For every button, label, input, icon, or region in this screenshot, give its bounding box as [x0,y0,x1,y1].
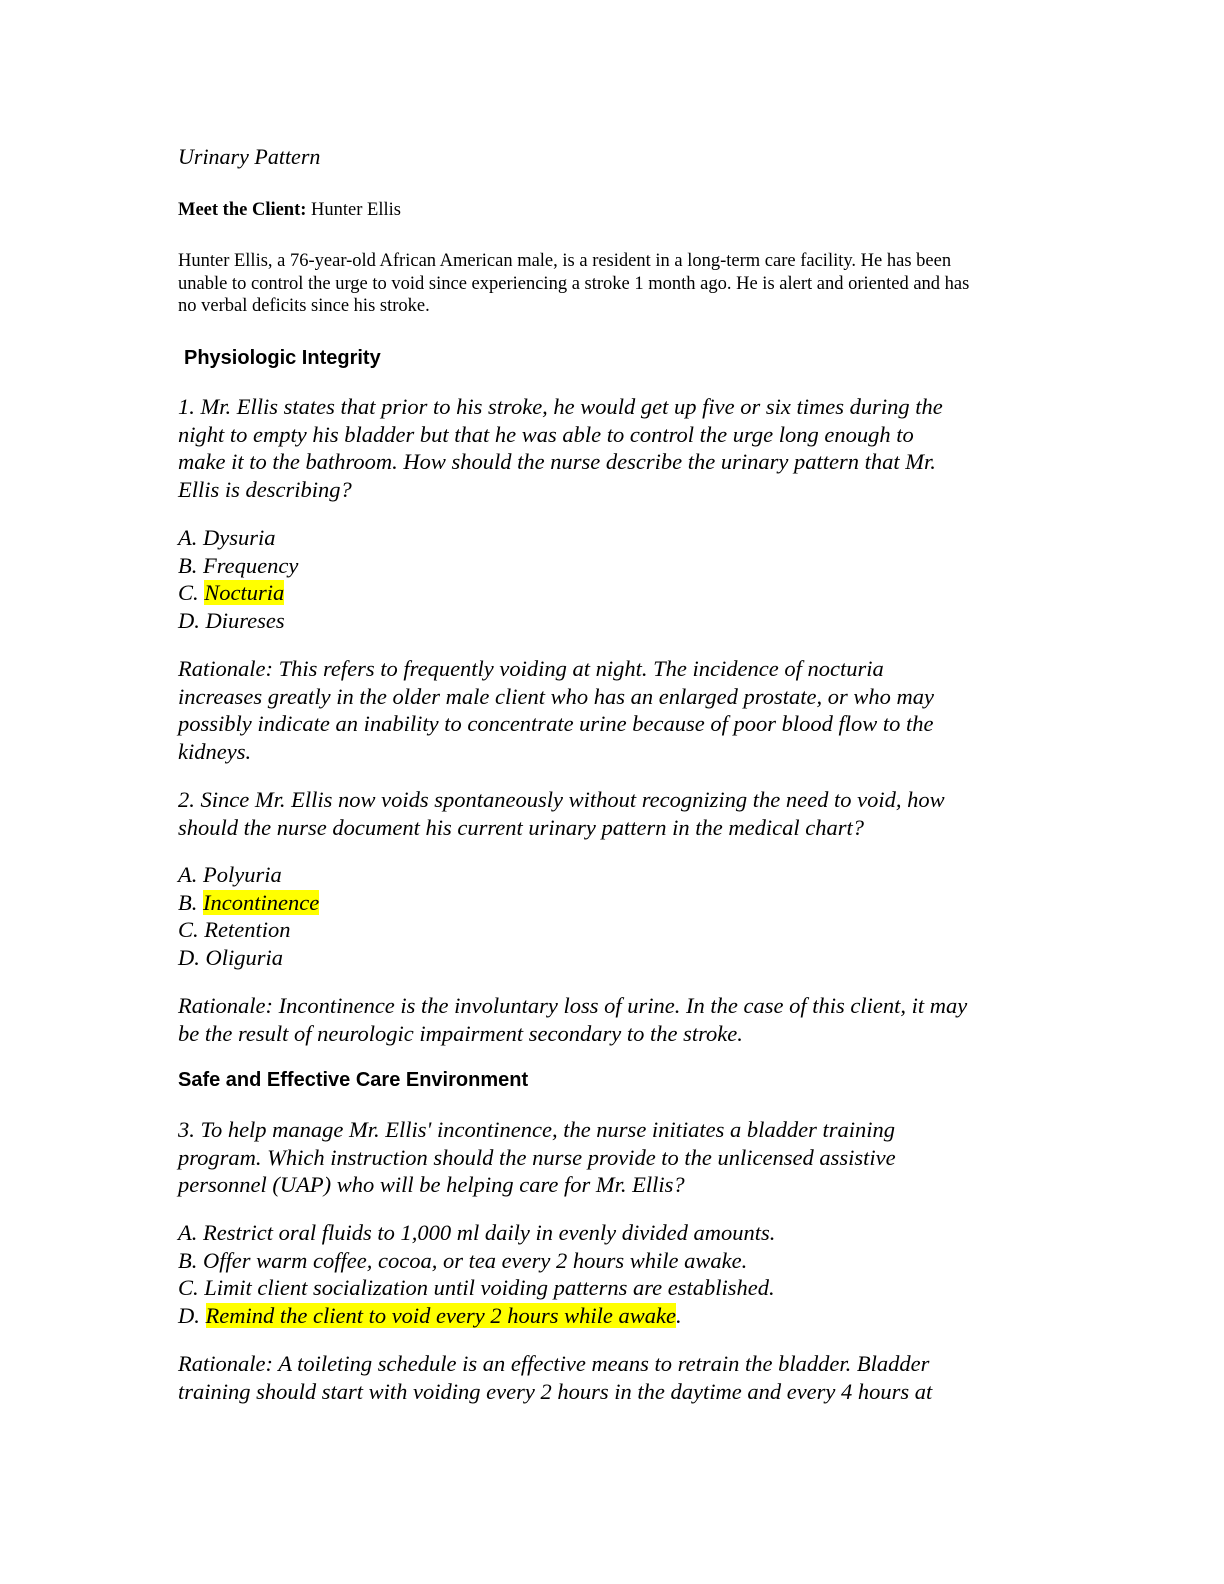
option-b-correct: B. Incontinence [178,889,320,915]
section-heading-physiologic: Physiologic Integrity [184,347,381,369]
intro-line: no verbal deficits since his stroke. [178,296,430,316]
client-name: Hunter Ellis [311,200,401,220]
option-d: D. Diureses [178,608,285,634]
option-c-correct: C. Nocturia [178,580,285,606]
rationale-line: Rationale: A toileting schedule is an ef… [178,1351,930,1376]
question-line: night to empty his bladder but that he w… [178,421,914,447]
rationale-line: possibly indicate an inability to concen… [178,711,934,737]
rationale-line: be the result of neurologic impairment s… [178,1020,743,1046]
highlighted-answer: Incontinence [203,889,320,915]
rationale-line: Rationale: This refers to frequently voi… [178,656,884,681]
rationale-line: training should start with voiding every… [178,1378,933,1404]
question-line: make it to the bathroom. How should the … [178,449,936,475]
document-title: Urinary Pattern [178,144,321,169]
question-1-options: A. Dysuria B. Frequency C. Nocturia D. D… [178,524,298,635]
option-b: B. Offer warm coffee, cocoa, or tea ever… [178,1247,748,1273]
rationale-line: Rationale: Incontinence is the involunta… [178,993,968,1018]
option-a: A. Restrict oral fluids to 1,000 ml dail… [178,1220,776,1245]
option-d-correct: D. Remind the client to void every 2 hou… [178,1303,682,1329]
section-heading-safe-care: Safe and Effective Care Environment [178,1069,529,1091]
rationale-line: kidneys. [178,739,252,765]
option-b: B. Frequency [178,552,299,578]
highlighted-answer: Remind the client to void every 2 hours … [205,1303,677,1329]
meet-the-client: Meet the Client: Hunter Ellis [178,199,401,222]
question-line: program. Which instruction should the nu… [178,1144,896,1170]
option-a: A. Polyuria [178,862,282,887]
question-line: 3. To help manage Mr. Ellis' incontinenc… [178,1117,896,1142]
option-d: D. Oliguria [178,945,284,971]
question-1: 1. Mr. Ellis states that prior to his st… [178,393,943,504]
intro-line: Hunter Ellis, a 76-year-old African Amer… [178,251,952,271]
rationale-3: Rationale: A toileting schedule is an ef… [178,1350,932,1405]
rationale-1: Rationale: This refers to frequently voi… [178,655,934,766]
question-line: should the nurse document his current ur… [178,814,864,840]
question-3-options: A. Restrict oral fluids to 1,000 ml dail… [178,1219,775,1330]
question-2: 2. Since Mr. Ellis now voids spontaneous… [178,786,945,841]
question-line: 2. Since Mr. Ellis now voids spontaneous… [178,787,945,812]
question-line: 1. Mr. Ellis states that prior to his st… [178,394,943,419]
highlighted-answer: Nocturia [204,580,285,606]
rationale-2: Rationale: Incontinence is the involunta… [178,992,967,1047]
option-a: A. Dysuria [178,525,276,550]
rationale-line: increases greatly in the older male clie… [178,683,934,709]
option-c: C. Retention [178,917,291,943]
intro-line: unable to control the urge to void since… [178,273,970,294]
question-3: 3. To help manage Mr. Ellis' incontinenc… [178,1116,896,1199]
question-line: personnel (UAP) who will be helping care… [178,1172,685,1198]
meet-label: Meet the Client: [178,200,307,220]
intro-paragraph: Hunter Ellis, a 76-year-old African Amer… [178,250,969,318]
question-2-options: A. Polyuria B. Incontinence C. Retention… [178,861,320,972]
option-c: C. Limit client socialization until void… [178,1275,775,1301]
question-line: Ellis is describing? [178,477,352,503]
